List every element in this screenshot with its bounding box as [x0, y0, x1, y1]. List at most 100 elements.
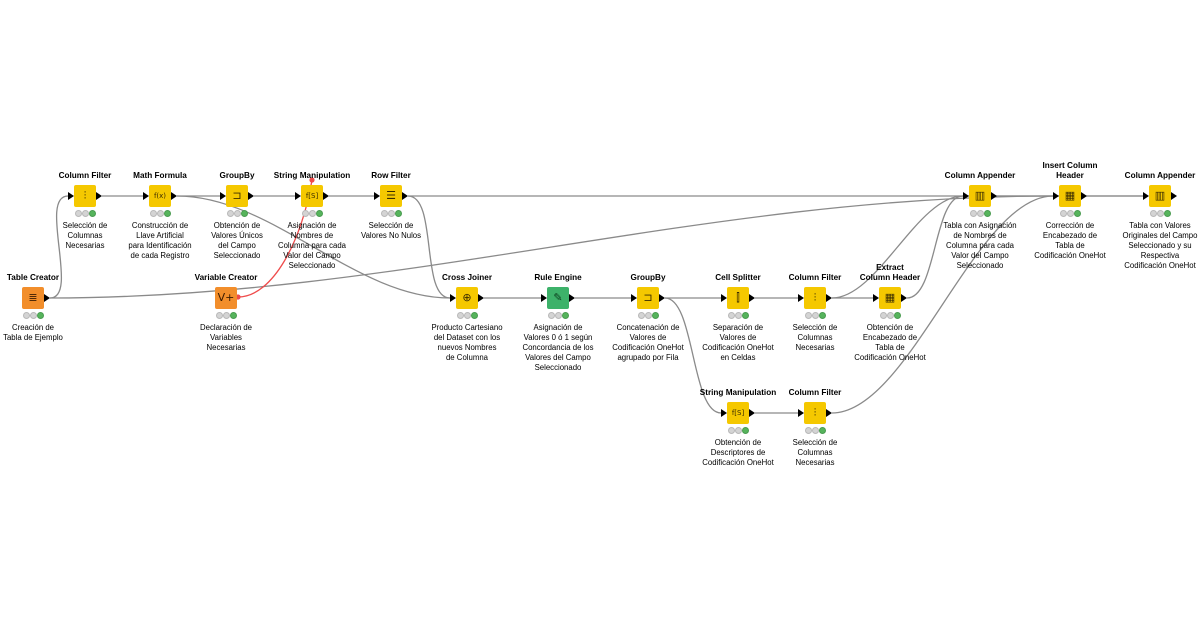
traffic-light-status — [548, 312, 569, 319]
node-glyph: ▥ — [1154, 189, 1166, 202]
node-description: Construcción de Llave Artificial para Id… — [128, 221, 192, 260]
rule-engine-icon[interactable]: ✎ — [547, 287, 569, 309]
input-port[interactable] — [631, 294, 637, 302]
node-title: Cross Joiner — [441, 273, 493, 282]
row-filter-icon[interactable]: ☰ — [380, 185, 402, 207]
node-glyph: ▦ — [1064, 189, 1076, 202]
column-filter-icon[interactable]: ⫶ — [804, 402, 826, 424]
string-manipulation-icon[interactable]: f[S] — [301, 185, 323, 207]
column-filter-icon[interactable]: ⫶ — [804, 287, 826, 309]
node-title: GroupBy — [630, 273, 666, 282]
node-description: Selección de Columnas Necesarias — [62, 221, 108, 250]
node-description: Separación de Valores de Codificación On… — [702, 323, 774, 362]
input-port[interactable] — [873, 294, 879, 302]
input-port[interactable] — [963, 192, 969, 200]
input-port[interactable] — [1053, 192, 1059, 200]
data-connection[interactable] — [176, 195, 451, 299]
output-port[interactable] — [749, 409, 755, 417]
traffic-light-status — [1060, 210, 1081, 217]
input-port[interactable] — [798, 409, 804, 417]
input-port[interactable] — [721, 294, 727, 302]
input-port[interactable] — [1143, 192, 1149, 200]
output-port[interactable] — [323, 192, 329, 200]
column-appender-icon[interactable]: ▥ — [1149, 185, 1171, 207]
node-glyph: ⊕ — [462, 291, 472, 304]
node-title: Column Filter — [58, 171, 112, 180]
input-port[interactable] — [374, 192, 380, 200]
output-port[interactable] — [96, 192, 102, 200]
data-connection[interactable] — [906, 195, 964, 299]
data-connection[interactable] — [664, 297, 722, 414]
traffic-light-status — [75, 210, 96, 217]
traffic-light-status — [23, 312, 44, 319]
node-title: Column Filter — [788, 388, 842, 397]
traffic-light-status — [1150, 210, 1171, 217]
output-port[interactable] — [171, 192, 177, 200]
cell-splitter-icon[interactable]: ⫿ — [727, 287, 749, 309]
data-connection[interactable] — [407, 195, 451, 299]
output-port[interactable] — [1081, 192, 1087, 200]
cross-joiner-icon[interactable]: ⊕ — [456, 287, 478, 309]
node-glyph: f[S] — [305, 192, 319, 200]
output-port[interactable] — [248, 192, 254, 200]
node-glyph: ⫿ — [736, 291, 740, 304]
output-port[interactable] — [826, 294, 832, 302]
input-port[interactable] — [721, 409, 727, 417]
node-glyph: ⫶ — [813, 406, 817, 419]
insert-column-header-icon[interactable]: ▦ — [1059, 185, 1081, 207]
node-description: Tabla con Valores Originales del Campo S… — [1122, 221, 1198, 270]
string-manipulation-icon[interactable]: f[S] — [727, 402, 749, 424]
output-port[interactable] — [478, 294, 484, 302]
output-port[interactable] — [901, 294, 907, 302]
output-port[interactable] — [659, 294, 665, 302]
node-title: Variable Creator — [194, 273, 258, 282]
node-description: Creación de Tabla de Ejemplo — [3, 323, 63, 342]
traffic-light-status — [728, 427, 749, 434]
data-connection[interactable] — [49, 195, 1054, 299]
node-description: Selección de Valores No Nulos — [360, 221, 422, 240]
data-connection[interactable] — [49, 195, 69, 299]
traffic-light-status — [638, 312, 659, 319]
output-port[interactable] — [991, 192, 997, 200]
groupby-icon[interactable]: ⊐ — [226, 185, 248, 207]
input-port[interactable] — [798, 294, 804, 302]
column-appender-icon[interactable]: ▥ — [969, 185, 991, 207]
node-description: Tabla con Asignación de Nombres de Colum… — [943, 221, 1017, 270]
input-port[interactable] — [68, 192, 74, 200]
node-description: Obtención de Descriptores de Codificació… — [702, 438, 774, 467]
table-creator-icon[interactable]: ≣ — [22, 287, 44, 309]
node-description: Asignación de Nombres de Columna para ca… — [277, 221, 347, 270]
output-port[interactable] — [402, 192, 408, 200]
node-description: Declaración de Variables Necesarias — [199, 323, 252, 352]
input-port[interactable] — [541, 294, 547, 302]
output-port[interactable] — [569, 294, 575, 302]
data-connection[interactable] — [831, 195, 964, 299]
output-port[interactable] — [44, 294, 50, 302]
node-glyph: ▥ — [974, 189, 986, 202]
traffic-light-status — [150, 210, 171, 217]
node-title: Math Formula — [133, 171, 187, 180]
node-glyph: V+ — [217, 291, 235, 304]
output-port[interactable] — [1171, 192, 1177, 200]
math-formula-icon[interactable]: f(x) — [149, 185, 171, 207]
input-port[interactable] — [143, 192, 149, 200]
node-glyph: ⫶ — [83, 189, 87, 202]
node-glyph: f[S] — [731, 409, 745, 417]
column-filter-icon[interactable]: ⫶ — [74, 185, 96, 207]
input-port[interactable] — [220, 192, 226, 200]
output-port[interactable] — [749, 294, 755, 302]
groupby-icon[interactable]: ⊐ — [637, 287, 659, 309]
node-title: Table Creator — [6, 273, 60, 282]
traffic-light-status — [805, 427, 826, 434]
output-port[interactable] — [826, 409, 832, 417]
extract-column-header-icon[interactable]: ▦ — [879, 287, 901, 309]
flow-variable-port[interactable] — [309, 177, 315, 183]
input-port[interactable] — [295, 192, 301, 200]
data-connection[interactable] — [831, 195, 1054, 414]
node-title: Row Filter — [371, 171, 411, 180]
traffic-light-status — [880, 312, 901, 319]
variable-creator-icon[interactable]: V+ — [215, 287, 237, 309]
input-port[interactable] — [450, 294, 456, 302]
